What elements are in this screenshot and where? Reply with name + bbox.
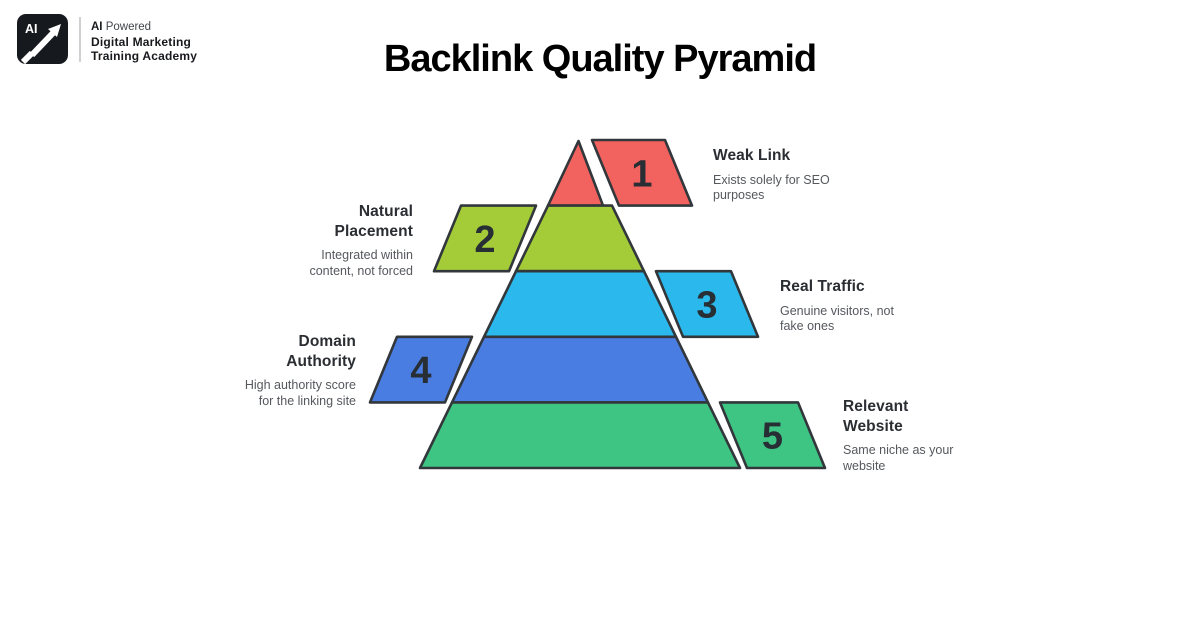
tab-number-2: 2 — [474, 219, 495, 261]
tab-number-5: 5 — [762, 416, 783, 458]
pyramid-tab-1 — [590, 138, 694, 207]
tab-number-3: 3 — [696, 285, 717, 327]
logo-tagline: AI Powered — [91, 20, 197, 35]
pyramid-tab-5 — [718, 401, 827, 470]
growth-arrow-icon — [20, 24, 61, 64]
logo-mark-text: AI — [25, 22, 38, 36]
pyramid-level-2 — [514, 204, 646, 273]
pyramid-level-5 — [418, 401, 742, 470]
page-title: Backlink Quality Pyramid — [383, 38, 817, 80]
logo-divider — [79, 17, 81, 62]
pyramid-tab-2 — [432, 204, 538, 273]
logo-mark: AI — [17, 14, 68, 64]
pyramid-tab-3 — [654, 269, 760, 339]
logo-tagline-rest: Powered — [102, 21, 152, 33]
tab-number-1: 1 — [631, 153, 652, 195]
pyramid-tab-4 — [368, 335, 474, 404]
pyramid-level-1 — [546, 139, 605, 207]
logo-name-line2: Training Academy — [91, 49, 198, 64]
pyramid-level-3 — [482, 269, 678, 339]
logo-tagline-bold: AI — [91, 21, 103, 33]
tab-number-4: 4 — [410, 350, 431, 392]
pyramid-level-4 — [450, 335, 710, 404]
logo-text: AI Powered Digital Marketing Training Ac… — [91, 20, 197, 64]
level-title-1: Weak Link — [713, 147, 791, 164]
level-title-3: Real Traffic — [780, 278, 865, 295]
logo-name-line1: Digital Marketing — [91, 34, 192, 49]
